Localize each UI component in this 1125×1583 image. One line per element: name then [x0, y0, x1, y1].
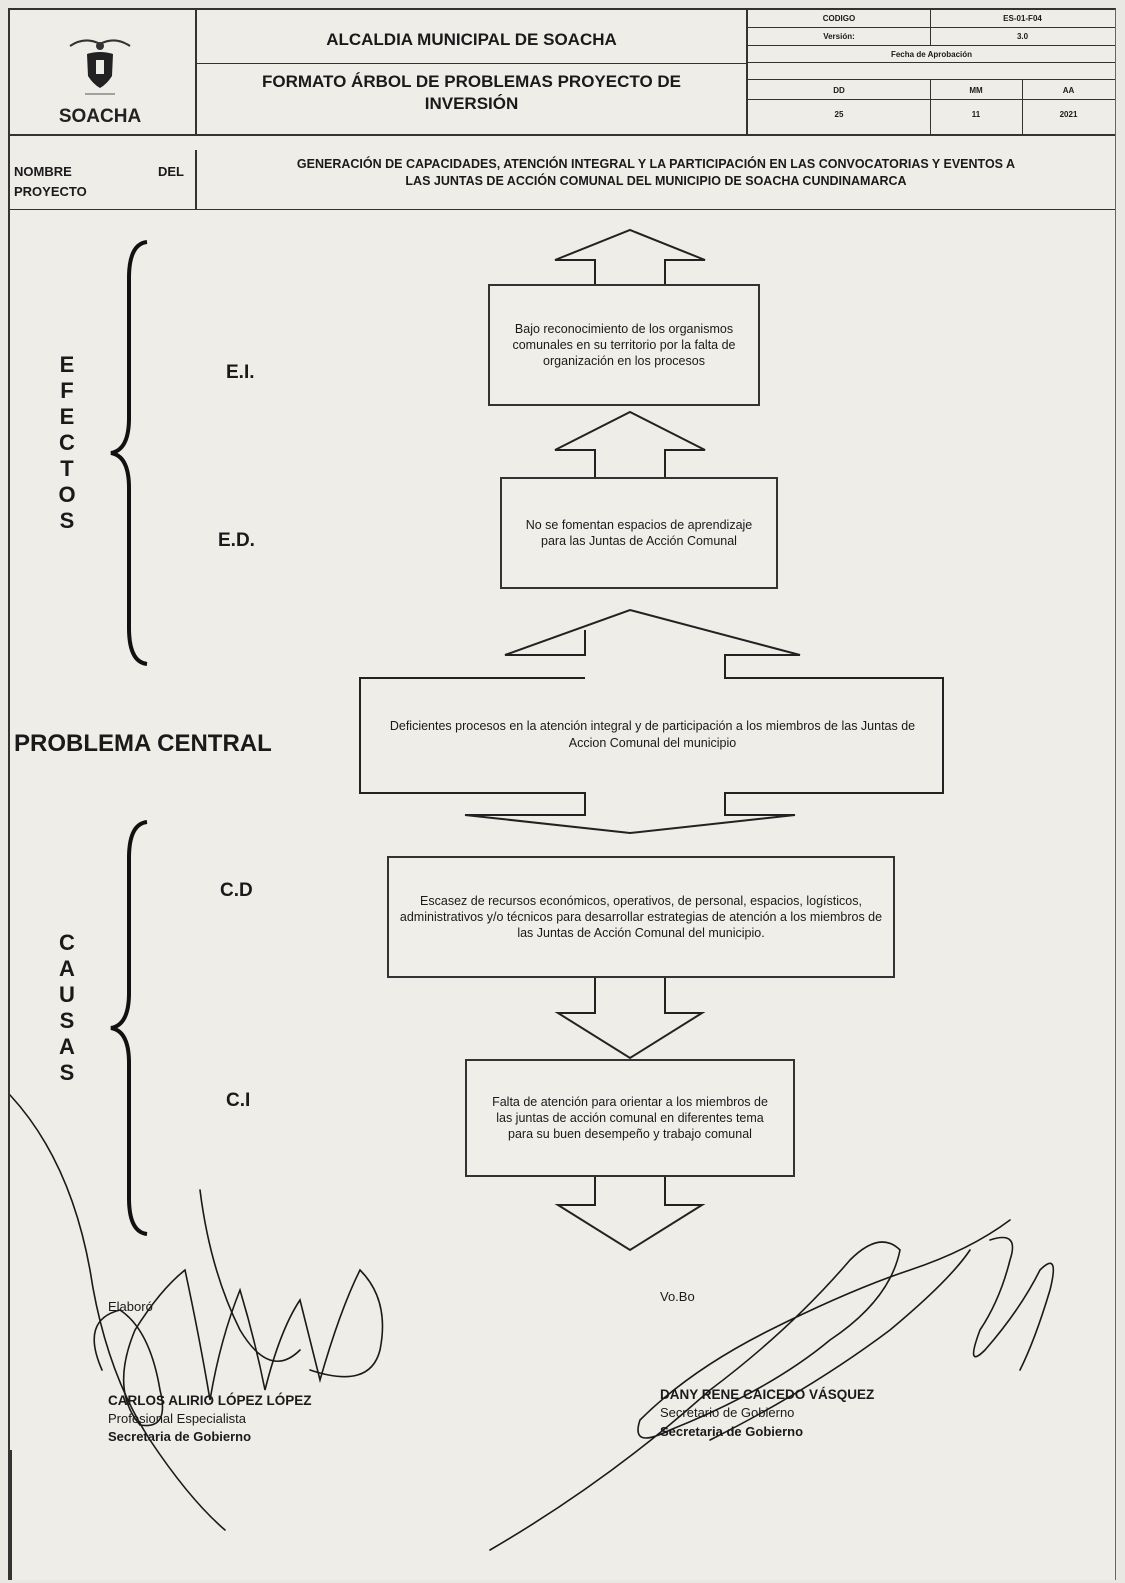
vobo-name: DANY RENE CAICEDO VÁSQUEZ: [660, 1387, 875, 1402]
meta-divider: [748, 79, 1115, 80]
problem-tree-arrows: [359, 228, 944, 1252]
efecto-indirecto-label: E.I.: [226, 362, 255, 383]
meta-divider: [1022, 79, 1023, 134]
causa-indirecta-label: C.I: [226, 1090, 251, 1111]
margin-line: [10, 1450, 12, 1580]
right-signature-scribble: [709, 1249, 971, 1441]
vobo-label: Vo.Bo: [660, 1289, 695, 1304]
project-name-line2: LAS JUNTAS DE ACCIÓN COMUNAL DEL MUNICIP…: [405, 174, 907, 188]
document-page: SOACHA ALCALDIA MUNICIPAL DE SOACHA FORM…: [8, 8, 1116, 1580]
header-divider: [195, 10, 197, 135]
left-signature-scribble: [93, 1268, 384, 1427]
aa-value: 2021: [1059, 110, 1078, 119]
effect-direct-box: No se fomentan espacios de aprendizaje p…: [500, 477, 778, 589]
project-divider: [10, 209, 1115, 210]
vobo-office: Secretaria de Gobierno: [660, 1424, 804, 1439]
dd-value: 25: [834, 110, 844, 119]
header-divider: [746, 10, 748, 135]
mm-value: 11: [971, 110, 981, 119]
elaboro-name: CARLOS ALIRIO LÓPEZ LÓPEZ: [108, 1393, 312, 1408]
problema-central-label: PROBLEMA CENTRAL: [14, 730, 272, 757]
meta-divider: [748, 27, 1115, 28]
codigo-label: CODIGO: [822, 14, 856, 23]
meta-divider: [748, 99, 1115, 100]
format-title-line2: INVERSIÓN: [424, 94, 519, 113]
codigo-value: ES-01-F04: [1003, 14, 1042, 23]
soacha-logo-icon: [69, 39, 131, 95]
elaboro-office: Secretaria de Gobierno: [108, 1429, 252, 1444]
version-label: Versión:: [823, 32, 855, 41]
fecha-label: Fecha de Aprobación: [890, 50, 973, 59]
cause-arrow-down-icon: [554, 1175, 706, 1252]
left-signature-scribble: [10, 1094, 226, 1531]
meta-divider: [930, 79, 931, 134]
meta-divider: [748, 62, 1115, 63]
format-title-line1: FORMATO ÁRBOL DE PROBLEMAS PROYECTO DE: [261, 72, 682, 91]
aa-label: AA: [1062, 86, 1075, 95]
vobo-title: Secretario de Gobierno: [660, 1405, 795, 1420]
cause-indirect-box: Falta de atención para orientar a los mi…: [465, 1059, 795, 1177]
effect-arrow-up-icon: [554, 410, 706, 478]
efecto-directo-label: E.D.: [218, 530, 255, 551]
header-divider: [10, 134, 1115, 136]
causa-directa-label: C.D: [220, 880, 253, 901]
cause-direct-box: Escasez de recursos económicos, operativ…: [387, 856, 895, 978]
mm-label: MM: [969, 86, 983, 95]
logo-wordmark: SOACHA: [58, 106, 142, 127]
project-divider: [195, 150, 197, 210]
project-label-proyecto: PROYECTO: [14, 184, 87, 199]
meta-divider: [930, 10, 931, 45]
project-label-del: DEL: [158, 164, 184, 179]
central-problem-arrows-icon: [359, 608, 944, 835]
cause-arrow-down-icon: [554, 977, 706, 1060]
header-divider: [195, 63, 746, 64]
version-value: 3.0: [1016, 32, 1029, 41]
signature-scribbles: [10, 1094, 1055, 1551]
central-problem-text: Deficientes procesos en la atención inte…: [389, 719, 916, 750]
project-label-nombre: NOMBRE: [14, 164, 72, 179]
meta-divider: [748, 45, 1115, 46]
dd-label: DD: [833, 86, 845, 95]
institution-title: ALCALDIA MUNICIPAL DE SOACHA: [326, 30, 617, 49]
left-signature-scribble: [199, 1189, 301, 1362]
right-signature-scribble: [972, 1236, 1055, 1371]
project-name-line1: GENERACIÓN DE CAPACIDADES, ATENCIÓN INTE…: [296, 157, 1016, 171]
causas-brace-icon: [110, 820, 148, 1236]
right-signature-scribble: [489, 1219, 1011, 1551]
efectos-brace-icon: [110, 240, 148, 666]
effect-arrow-up-icon: [554, 228, 706, 285]
elaboro-title: Profesional Especialista: [108, 1411, 247, 1426]
effect-indirect-box: Bajo reconocimiento de los organismos co…: [488, 284, 760, 406]
